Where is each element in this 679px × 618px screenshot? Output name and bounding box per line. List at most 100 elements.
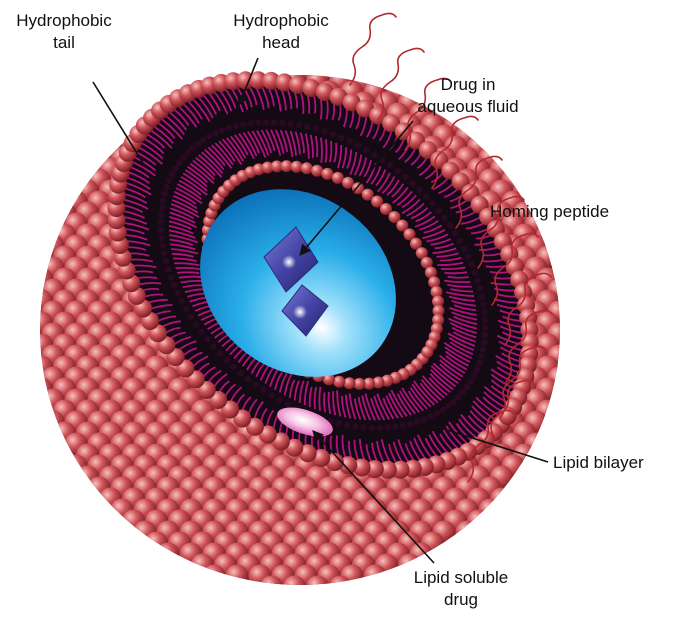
shell-bead [329, 576, 352, 599]
bilayer-mid-dot [330, 131, 336, 137]
bilayer-mid-dot [474, 366, 480, 372]
bilayer-mid-dot [482, 332, 488, 338]
label-hydrophobic-head: Hydrophobic head [225, 10, 337, 54]
bilayer-mid-dot [185, 150, 191, 156]
bilayer-mid-dot [204, 336, 210, 342]
bilayer-mid-dot [210, 343, 216, 349]
bilayer-mid-dot [285, 401, 291, 407]
bilayer-mid-dot [402, 174, 408, 180]
drug-sparkle [282, 255, 296, 269]
bilayer-mid-dot [447, 222, 453, 228]
bilayer-mid-dot [277, 397, 283, 403]
bilayer-mid-dot [460, 389, 466, 395]
bilayer-mid-dot [200, 137, 206, 143]
label-drug-aqueous: Drug in aqueous fluid [393, 74, 543, 118]
bilayer-mid-dot [347, 138, 353, 144]
lipid-tail [177, 272, 199, 273]
bilayer-mid-dot [439, 407, 445, 413]
bilayer-mid-dot [450, 399, 456, 405]
inner-rim-bead [332, 172, 344, 184]
bilayer-mid-dot [445, 403, 451, 409]
bilayer-mid-dot [472, 269, 478, 275]
bilayer-mid-dot [476, 360, 482, 366]
bilayer-mid-dot [481, 309, 487, 315]
bilayer-mid-dot [392, 424, 398, 430]
bilayer-mid-dot [480, 301, 486, 307]
label-drug-aqueous-line1: Drug in [393, 74, 543, 96]
bilayer-mid-dot [247, 120, 253, 126]
shell-bead [145, 532, 168, 555]
bilayer-mid-dot [377, 425, 383, 431]
bilayer-mid-dot [344, 422, 350, 428]
label-hydrophobic-tail-line2: tail [8, 32, 120, 54]
bilayer-mid-dot [471, 372, 477, 378]
bilayer-mid-dot [223, 357, 229, 363]
inner-rim-bead [311, 165, 323, 177]
bilayer-mid-dot [482, 317, 488, 323]
bilayer-mid-dot [360, 424, 366, 430]
bilayer-mid-dot [409, 180, 415, 186]
bilayer-mid-dot [414, 419, 420, 425]
bilayer-mid-dot [158, 235, 164, 241]
bilayer-mid-dot [477, 285, 483, 291]
bilayer-mid-dot [189, 145, 195, 151]
bilayer-mid-dot [429, 200, 435, 206]
bilayer-mid-dot [183, 306, 189, 312]
bilayer-mid-dot [180, 155, 186, 161]
bilayer-mid-dot [479, 293, 485, 299]
bilayer-mid-dot [279, 120, 285, 126]
label-lipid-soluble-drug: Lipid soluble drug [396, 567, 526, 611]
bilayer-mid-dot [335, 420, 341, 426]
bilayer-mid-dot [434, 410, 440, 416]
bilayer-mid-dot [385, 424, 391, 430]
bilayer-mid-dot [233, 123, 239, 129]
bilayer-mid-dot [400, 422, 406, 428]
bilayer-mid-dot [226, 125, 232, 131]
bilayer-mid-dot [482, 324, 488, 330]
label-homing-peptide: Homing peptide [490, 201, 609, 223]
bilayer-mid-dot [452, 230, 458, 236]
shell-bead [157, 543, 180, 566]
label-lipid-bilayer: Lipid bilayer [553, 452, 644, 474]
bilayer-mid-dot [166, 178, 172, 184]
bilayer-mid-dot [158, 219, 164, 225]
bilayer-mid-dot [255, 119, 261, 125]
bilayer-mid-dot [206, 133, 212, 139]
bilayer-mid-dot [313, 126, 319, 132]
bilayer-mid-dot [268, 392, 274, 398]
bilayer-mid-dot [240, 121, 246, 127]
bilayer-mid-dot [263, 119, 269, 125]
shell-bead [260, 576, 283, 599]
bilayer-mid-dot [253, 382, 259, 388]
bilayer-mid-dot [230, 364, 236, 370]
lipid-tail [179, 277, 203, 278]
bilayer-mid-dot [287, 121, 293, 127]
bilayer-mid-dot [455, 394, 461, 400]
bilayer-mid-dot [387, 162, 393, 168]
bilayer-mid-dot [296, 122, 302, 128]
shell-bead [456, 521, 479, 544]
bilayer-mid-dot [179, 298, 185, 304]
bilayer-mid-dot [435, 207, 441, 213]
shell-bead [65, 455, 88, 478]
bilayer-mid-dot [159, 205, 165, 211]
bilayer-mid-dot [469, 261, 475, 267]
shell-bead [306, 576, 329, 599]
bilayer-mid-dot [480, 346, 486, 352]
bilayer-mid-dot [260, 387, 266, 393]
bilayer-mid-dot [217, 350, 223, 356]
bilayer-mid-dot [467, 378, 473, 384]
shell-bead [410, 543, 433, 566]
bilayer-mid-dot [163, 258, 169, 264]
shell-bead [479, 499, 502, 522]
lipid-tail [448, 277, 469, 278]
bilayer-mid-dot [416, 187, 422, 193]
bilayer-mid-dot [238, 370, 244, 376]
inner-rim-bead [301, 162, 313, 174]
bilayer-mid-dot [176, 160, 182, 166]
bilayer-mid-dot [158, 227, 164, 233]
bilayer-mid-dot [219, 127, 225, 133]
bilayer-mid-dot [169, 171, 175, 177]
shell-bead [490, 488, 513, 511]
inner-rim-bead [333, 376, 345, 388]
